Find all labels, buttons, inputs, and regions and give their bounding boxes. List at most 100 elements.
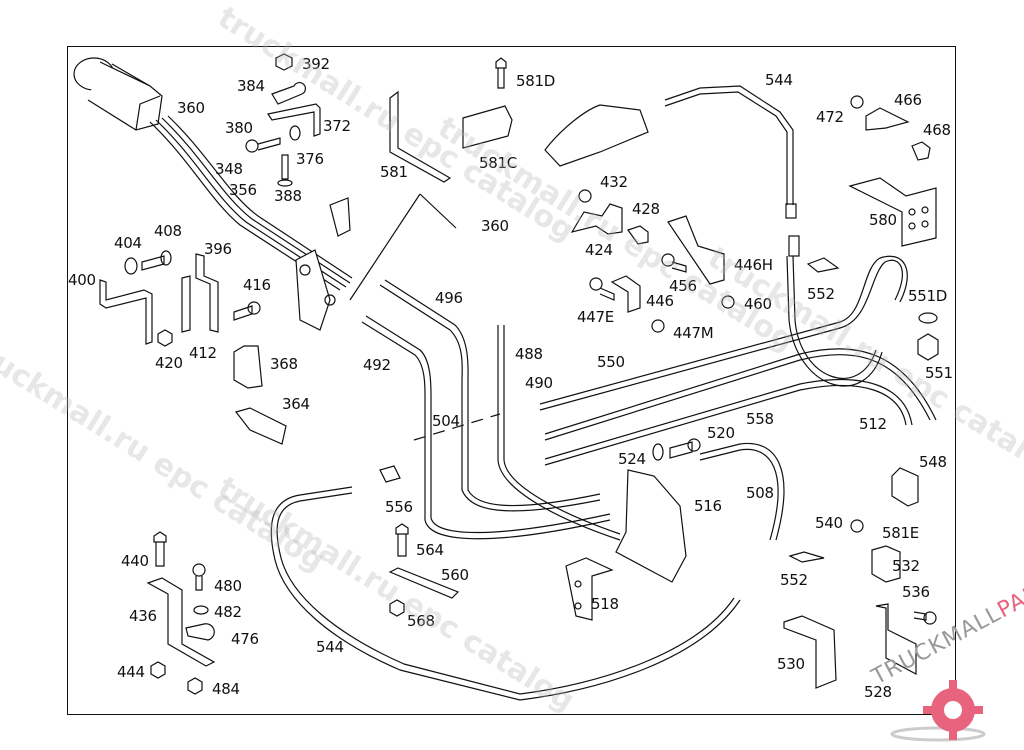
part-label-548[interactable]: 548 (919, 453, 947, 471)
part-label-468[interactable]: 468 (923, 121, 951, 139)
part-label-516[interactable]: 516 (694, 497, 722, 515)
part-label-496[interactable]: 496 (435, 289, 463, 307)
part-label-528[interactable]: 528 (864, 683, 892, 701)
part-label-420[interactable]: 420 (155, 354, 183, 372)
clip-552-bottom[interactable] (788, 551, 825, 563)
pipe-492[interactable] (361, 315, 611, 540)
bolt-468[interactable] (911, 141, 931, 161)
valve-assembly[interactable] (295, 197, 351, 331)
part-label-476[interactable]: 476 (231, 630, 259, 648)
strap-560[interactable] (388, 567, 460, 599)
bolt-564[interactable] (395, 523, 409, 557)
bracket-446[interactable] (610, 275, 641, 313)
part-label-446[interactable]: 446 (646, 292, 674, 310)
part-label-380[interactable]: 380 (225, 119, 253, 137)
part-label-581C[interactable]: 581C (479, 154, 517, 172)
part-label-540[interactable]: 540 (815, 514, 843, 532)
part-label-544b[interactable]: 544 (316, 638, 344, 656)
nut-568[interactable] (389, 599, 405, 617)
grommet-368[interactable] (233, 345, 263, 389)
part-label-368[interactable]: 368 (270, 355, 298, 373)
part-label-504[interactable]: 504 (432, 412, 460, 430)
part-label-424[interactable]: 424 (585, 241, 613, 259)
part-label-552b[interactable]: 552 (780, 571, 808, 589)
part-label-508[interactable]: 508 (746, 484, 774, 502)
part-label-552a[interactable]: 552 (807, 285, 835, 303)
nut-444[interactable] (150, 661, 166, 679)
part-label-581D[interactable]: 581D (516, 72, 555, 90)
part-label-512[interactable]: 512 (859, 415, 887, 433)
part-label-447M[interactable]: 447M (673, 324, 714, 342)
nut-432[interactable] (578, 189, 592, 203)
part-label-456[interactable]: 456 (669, 277, 697, 295)
washer-376[interactable] (289, 125, 301, 141)
part-label-480[interactable]: 480 (214, 577, 242, 595)
part-label-536[interactable]: 536 (902, 583, 930, 601)
part-label-416[interactable]: 416 (243, 276, 271, 294)
screw-408[interactable] (141, 250, 172, 271)
part-label-482[interactable]: 482 (214, 603, 242, 621)
part-label-356[interactable]: 356 (229, 181, 257, 199)
bolt-388[interactable] (277, 154, 293, 187)
bracket-581E[interactable] (891, 467, 919, 507)
nut-472[interactable] (850, 95, 864, 109)
part-label-488[interactable]: 488 (515, 345, 543, 363)
bolt-520[interactable] (669, 438, 701, 459)
part-label-404[interactable]: 404 (114, 234, 142, 252)
nut-420[interactable] (157, 329, 173, 347)
screw-380[interactable] (245, 137, 281, 153)
part-label-551D[interactable]: 551D (908, 287, 947, 305)
nut-460[interactable] (721, 295, 735, 309)
bolt-456[interactable] (661, 253, 687, 273)
clamp-476[interactable] (185, 623, 215, 641)
valve-unit-360[interactable] (73, 57, 163, 131)
part-label-581[interactable]: 581 (380, 163, 408, 181)
washer-482[interactable] (193, 605, 209, 615)
part-label-551[interactable]: 551 (925, 364, 953, 382)
part-label-580[interactable]: 580 (869, 211, 897, 229)
bracket-400[interactable] (99, 279, 153, 345)
part-label-556[interactable]: 556 (385, 498, 413, 516)
relay-valve[interactable] (544, 104, 649, 167)
bracket-528[interactable] (875, 603, 917, 675)
plate-516[interactable] (615, 469, 687, 583)
part-label-444[interactable]: 444 (117, 663, 145, 681)
part-label-372[interactable]: 372 (323, 117, 351, 135)
bracket-424[interactable] (570, 203, 623, 235)
part-label-400[interactable]: 400 (68, 271, 96, 289)
clamp-384[interactable] (271, 82, 306, 105)
bracket-436[interactable] (146, 577, 216, 667)
nut-540[interactable] (850, 519, 864, 533)
pipe-496[interactable] (379, 279, 601, 512)
bracket-466[interactable] (865, 107, 910, 131)
nut-447M[interactable] (651, 319, 665, 333)
part-label-408[interactable]: 408 (154, 222, 182, 240)
pipe-544-bottom[interactable] (270, 486, 741, 701)
part-label-392[interactable]: 392 (302, 55, 330, 73)
clip-552-top[interactable] (806, 257, 840, 273)
screw-536[interactable] (913, 611, 937, 625)
part-label-348[interactable]: 348 (215, 160, 243, 178)
bolt-447E[interactable] (589, 277, 615, 301)
part-label-532[interactable]: 532 (892, 557, 920, 575)
part-label-558[interactable]: 558 (746, 410, 774, 428)
washer-551D[interactable] (918, 312, 938, 324)
nut-551[interactable] (917, 333, 939, 361)
bracket-581C[interactable] (462, 105, 513, 149)
bracket-532[interactable] (871, 545, 901, 583)
part-label-568[interactable]: 568 (407, 612, 435, 630)
part-label-360b[interactable]: 360 (481, 217, 509, 235)
part-label-460[interactable]: 460 (744, 295, 772, 313)
part-label-376[interactable]: 376 (296, 150, 324, 168)
part-label-492[interactable]: 492 (363, 356, 391, 374)
part-label-440[interactable]: 440 (121, 552, 149, 570)
pipe-512[interactable] (786, 255, 883, 387)
part-label-581E[interactable]: 581E (882, 524, 919, 542)
part-label-466[interactable]: 466 (894, 91, 922, 109)
part-label-360a[interactable]: 360 (177, 99, 205, 117)
part-label-520[interactable]: 520 (707, 424, 735, 442)
part-label-560[interactable]: 560 (441, 566, 469, 584)
part-label-524[interactable]: 524 (618, 450, 646, 468)
bolt-428[interactable] (627, 225, 649, 245)
spacer-556[interactable] (379, 465, 401, 483)
